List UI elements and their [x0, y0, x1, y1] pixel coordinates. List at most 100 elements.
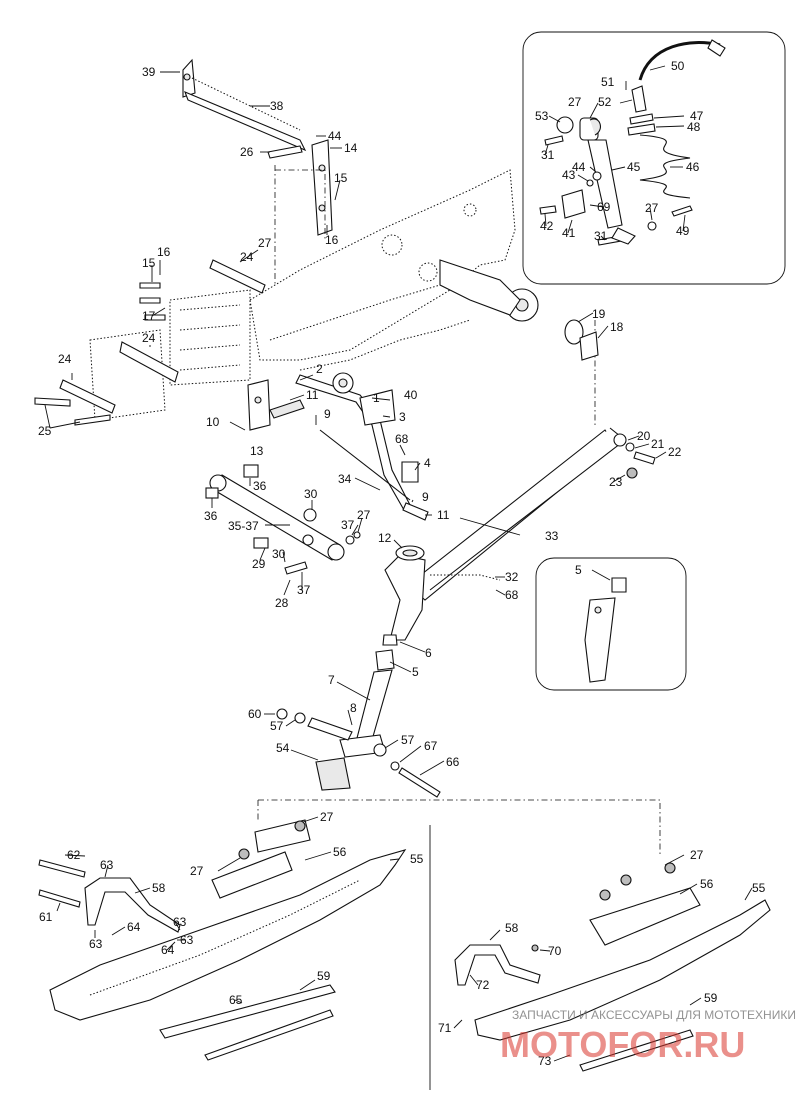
callout-11: 11 — [437, 508, 450, 522]
callout-9: 9 — [422, 490, 429, 504]
callout-17: 17 — [142, 309, 156, 323]
callout-73: 73 — [538, 1054, 552, 1068]
callout-51: 51 — [601, 75, 615, 89]
callout-42: 42 — [540, 219, 554, 233]
callout-27: 27 — [690, 848, 704, 862]
callout-3: 3 — [399, 410, 406, 424]
callout-53: 53 — [535, 109, 549, 123]
watermark: ЗАПЧАСТИ И АКСЕССУАРЫ ДЛЯ МОТОТЕХНИКИ MO… — [500, 1008, 796, 1065]
callout-39: 39 — [142, 65, 156, 79]
callout-15: 15 — [334, 171, 348, 185]
callout-8: 8 — [350, 701, 357, 715]
callout-41: 41 — [562, 226, 576, 240]
mount-plates — [34, 259, 271, 431]
callout-68: 68 — [395, 432, 409, 446]
watermark-brand: MOTOFOR.RU — [500, 1024, 745, 1065]
callout-32: 32 — [505, 570, 519, 584]
callout-30: 30 — [304, 487, 318, 501]
callout-46: 46 — [686, 160, 700, 174]
callout-16: 16 — [325, 233, 339, 247]
bushings — [564, 319, 599, 361]
callout-24: 24 — [142, 331, 156, 345]
shock-absorber — [539, 39, 726, 246]
right-ski — [454, 862, 771, 1072]
chassis-frame — [89, 169, 539, 421]
callout-40: 40 — [404, 388, 418, 402]
steering-arm-assembly — [182, 58, 333, 285]
callout-68: 68 — [505, 588, 519, 602]
callout-70: 70 — [548, 944, 562, 958]
shock-absorber-inset — [522, 31, 786, 285]
callout-30: 30 — [272, 547, 286, 561]
callout-13: 13 — [250, 444, 264, 458]
tie-rod — [269, 372, 429, 521]
callout-50: 50 — [671, 59, 685, 73]
callout-71: 71 — [438, 1021, 452, 1035]
callout-27: 27 — [357, 508, 371, 522]
callout-36: 36 — [204, 509, 218, 523]
callout-16: 16 — [157, 245, 171, 259]
callout-27: 27 — [258, 236, 272, 250]
callout-5: 5 — [412, 665, 419, 679]
callout-56: 56 — [333, 845, 347, 859]
callout-47: 47 — [690, 109, 704, 123]
callout-4: 4 — [424, 456, 431, 470]
callout-58: 58 — [505, 921, 519, 935]
callout-36: 36 — [253, 479, 267, 493]
watermark-subtitle: ЗАПЧАСТИ И АКСЕССУАРЫ ДЛЯ МОТОТЕХНИКИ — [512, 1008, 796, 1022]
callout-45: 45 — [627, 160, 641, 174]
callout-63: 63 — [100, 858, 114, 872]
callout-49: 49 — [676, 224, 690, 238]
callout-64: 64 — [161, 943, 175, 957]
callout-57: 57 — [270, 719, 284, 733]
callout-63: 63 — [89, 937, 103, 951]
callout-25: 25 — [38, 424, 52, 438]
callout-61: 61 — [39, 910, 53, 924]
spindle-detail — [584, 577, 627, 683]
callout-14: 14 — [344, 141, 358, 155]
callout-2: 2 — [316, 362, 323, 376]
callout-1: 1 — [373, 391, 380, 405]
callout-52: 52 — [598, 95, 612, 109]
callout-59: 59 — [704, 991, 718, 1005]
callout-38: 38 — [270, 99, 284, 113]
callout-33: 33 — [545, 529, 559, 543]
callout-69: 69 — [597, 200, 611, 214]
radius-rod — [205, 464, 361, 575]
trailing-arm — [375, 320, 656, 671]
callout-18: 18 — [610, 320, 624, 334]
callout-44: 44 — [572, 160, 586, 174]
callout-9: 9 — [324, 407, 331, 421]
callout-10: 10 — [206, 415, 220, 429]
callout-24: 24 — [240, 250, 254, 264]
callout-19: 19 — [592, 307, 606, 321]
callout-63: 63 — [180, 933, 194, 947]
callout-29: 29 — [252, 557, 266, 571]
callout-55: 55 — [752, 881, 766, 895]
callout-12: 12 — [378, 531, 392, 545]
callout-56: 56 — [700, 877, 714, 891]
callout-62: 62 — [67, 848, 81, 862]
callout-5: 5 — [575, 563, 582, 577]
callout-48: 48 — [687, 120, 701, 134]
callout-59: 59 — [317, 969, 331, 983]
callout-44: 44 — [328, 129, 342, 143]
callout-55: 55 — [410, 852, 424, 866]
callout-6: 6 — [425, 646, 432, 660]
spindle — [276, 669, 441, 798]
callout-43: 43 — [562, 168, 576, 182]
callout-28: 28 — [275, 596, 289, 610]
callout-63: 63 — [173, 915, 187, 929]
callout-27: 27 — [320, 810, 334, 824]
callout-27: 27 — [645, 201, 659, 215]
callout-37: 37 — [341, 518, 355, 532]
callout-34: 34 — [338, 472, 352, 486]
callout-66: 66 — [446, 755, 460, 769]
callout-54: 54 — [276, 741, 290, 755]
callout-7: 7 — [328, 673, 335, 687]
callout-21: 21 — [651, 437, 665, 451]
callout-35-37: 35-37 — [228, 519, 259, 533]
callout-23: 23 — [609, 475, 623, 489]
left-ski — [38, 819, 407, 1061]
callout-26: 26 — [240, 145, 254, 159]
